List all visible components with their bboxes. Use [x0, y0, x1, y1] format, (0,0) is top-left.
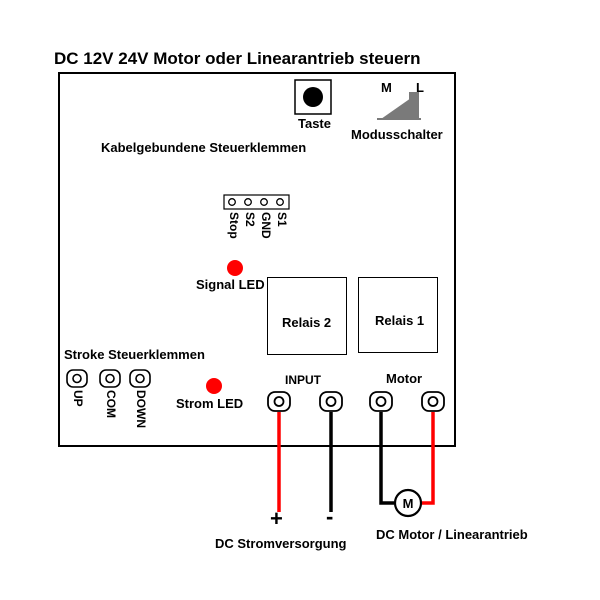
push-button-icon [294, 79, 332, 115]
motor-label: Motor [386, 371, 423, 386]
plus-sign: + [270, 506, 283, 531]
stroke-terminal-icons [66, 369, 151, 388]
wired-terminals-label: Kabelgebundene Steuerklemmen [101, 140, 307, 155]
pin-label-gnd: GND [259, 212, 273, 239]
pin-label-stop: Stop [227, 212, 241, 239]
pin-label-s1: S1 [275, 212, 289, 227]
motor-symbol-icon: M [393, 488, 423, 518]
input-label: INPUT [285, 373, 321, 387]
wired-terminal-block-icon [223, 194, 290, 210]
stroke-terminals-label: Stroke Steuerklemmen [64, 347, 205, 362]
button-label: Taste [298, 116, 331, 131]
mode-switch-l-label: L [416, 80, 424, 95]
power-led-icon [206, 378, 222, 394]
power-supply-label: DC Stromversorgung [215, 536, 347, 551]
mode-switch-label: Modusschalter [351, 127, 443, 142]
svg-text:M: M [403, 496, 414, 511]
power-led-label: Strom LED [176, 396, 244, 411]
stroke-pin-com: COM [104, 390, 118, 418]
relay-1-label: Relais 1 [375, 313, 425, 328]
signal-led-label: Signal LED [196, 277, 265, 292]
diagram-title: DC 12V 24V Motor oder Linearantrieb steu… [54, 49, 421, 68]
power-motor-terminal-icons [267, 391, 445, 412]
mode-switch-icon [377, 92, 421, 120]
controller-board [58, 72, 456, 447]
relay-2: Relais 2 [267, 277, 347, 355]
motor-caption: DC Motor / Linearantrieb [376, 527, 528, 542]
relay-2-label: Relais 2 [282, 315, 332, 330]
signal-led-icon [227, 260, 243, 276]
stroke-pin-down: DOWN [134, 390, 148, 428]
wires [277, 412, 435, 512]
pin-label-s2: S2 [243, 212, 257, 227]
stroke-pin-up: UP [71, 390, 85, 407]
relay-1: Relais 1 [358, 277, 438, 353]
mode-switch-m-label: M [381, 80, 392, 95]
minus-sign: - [326, 504, 334, 529]
